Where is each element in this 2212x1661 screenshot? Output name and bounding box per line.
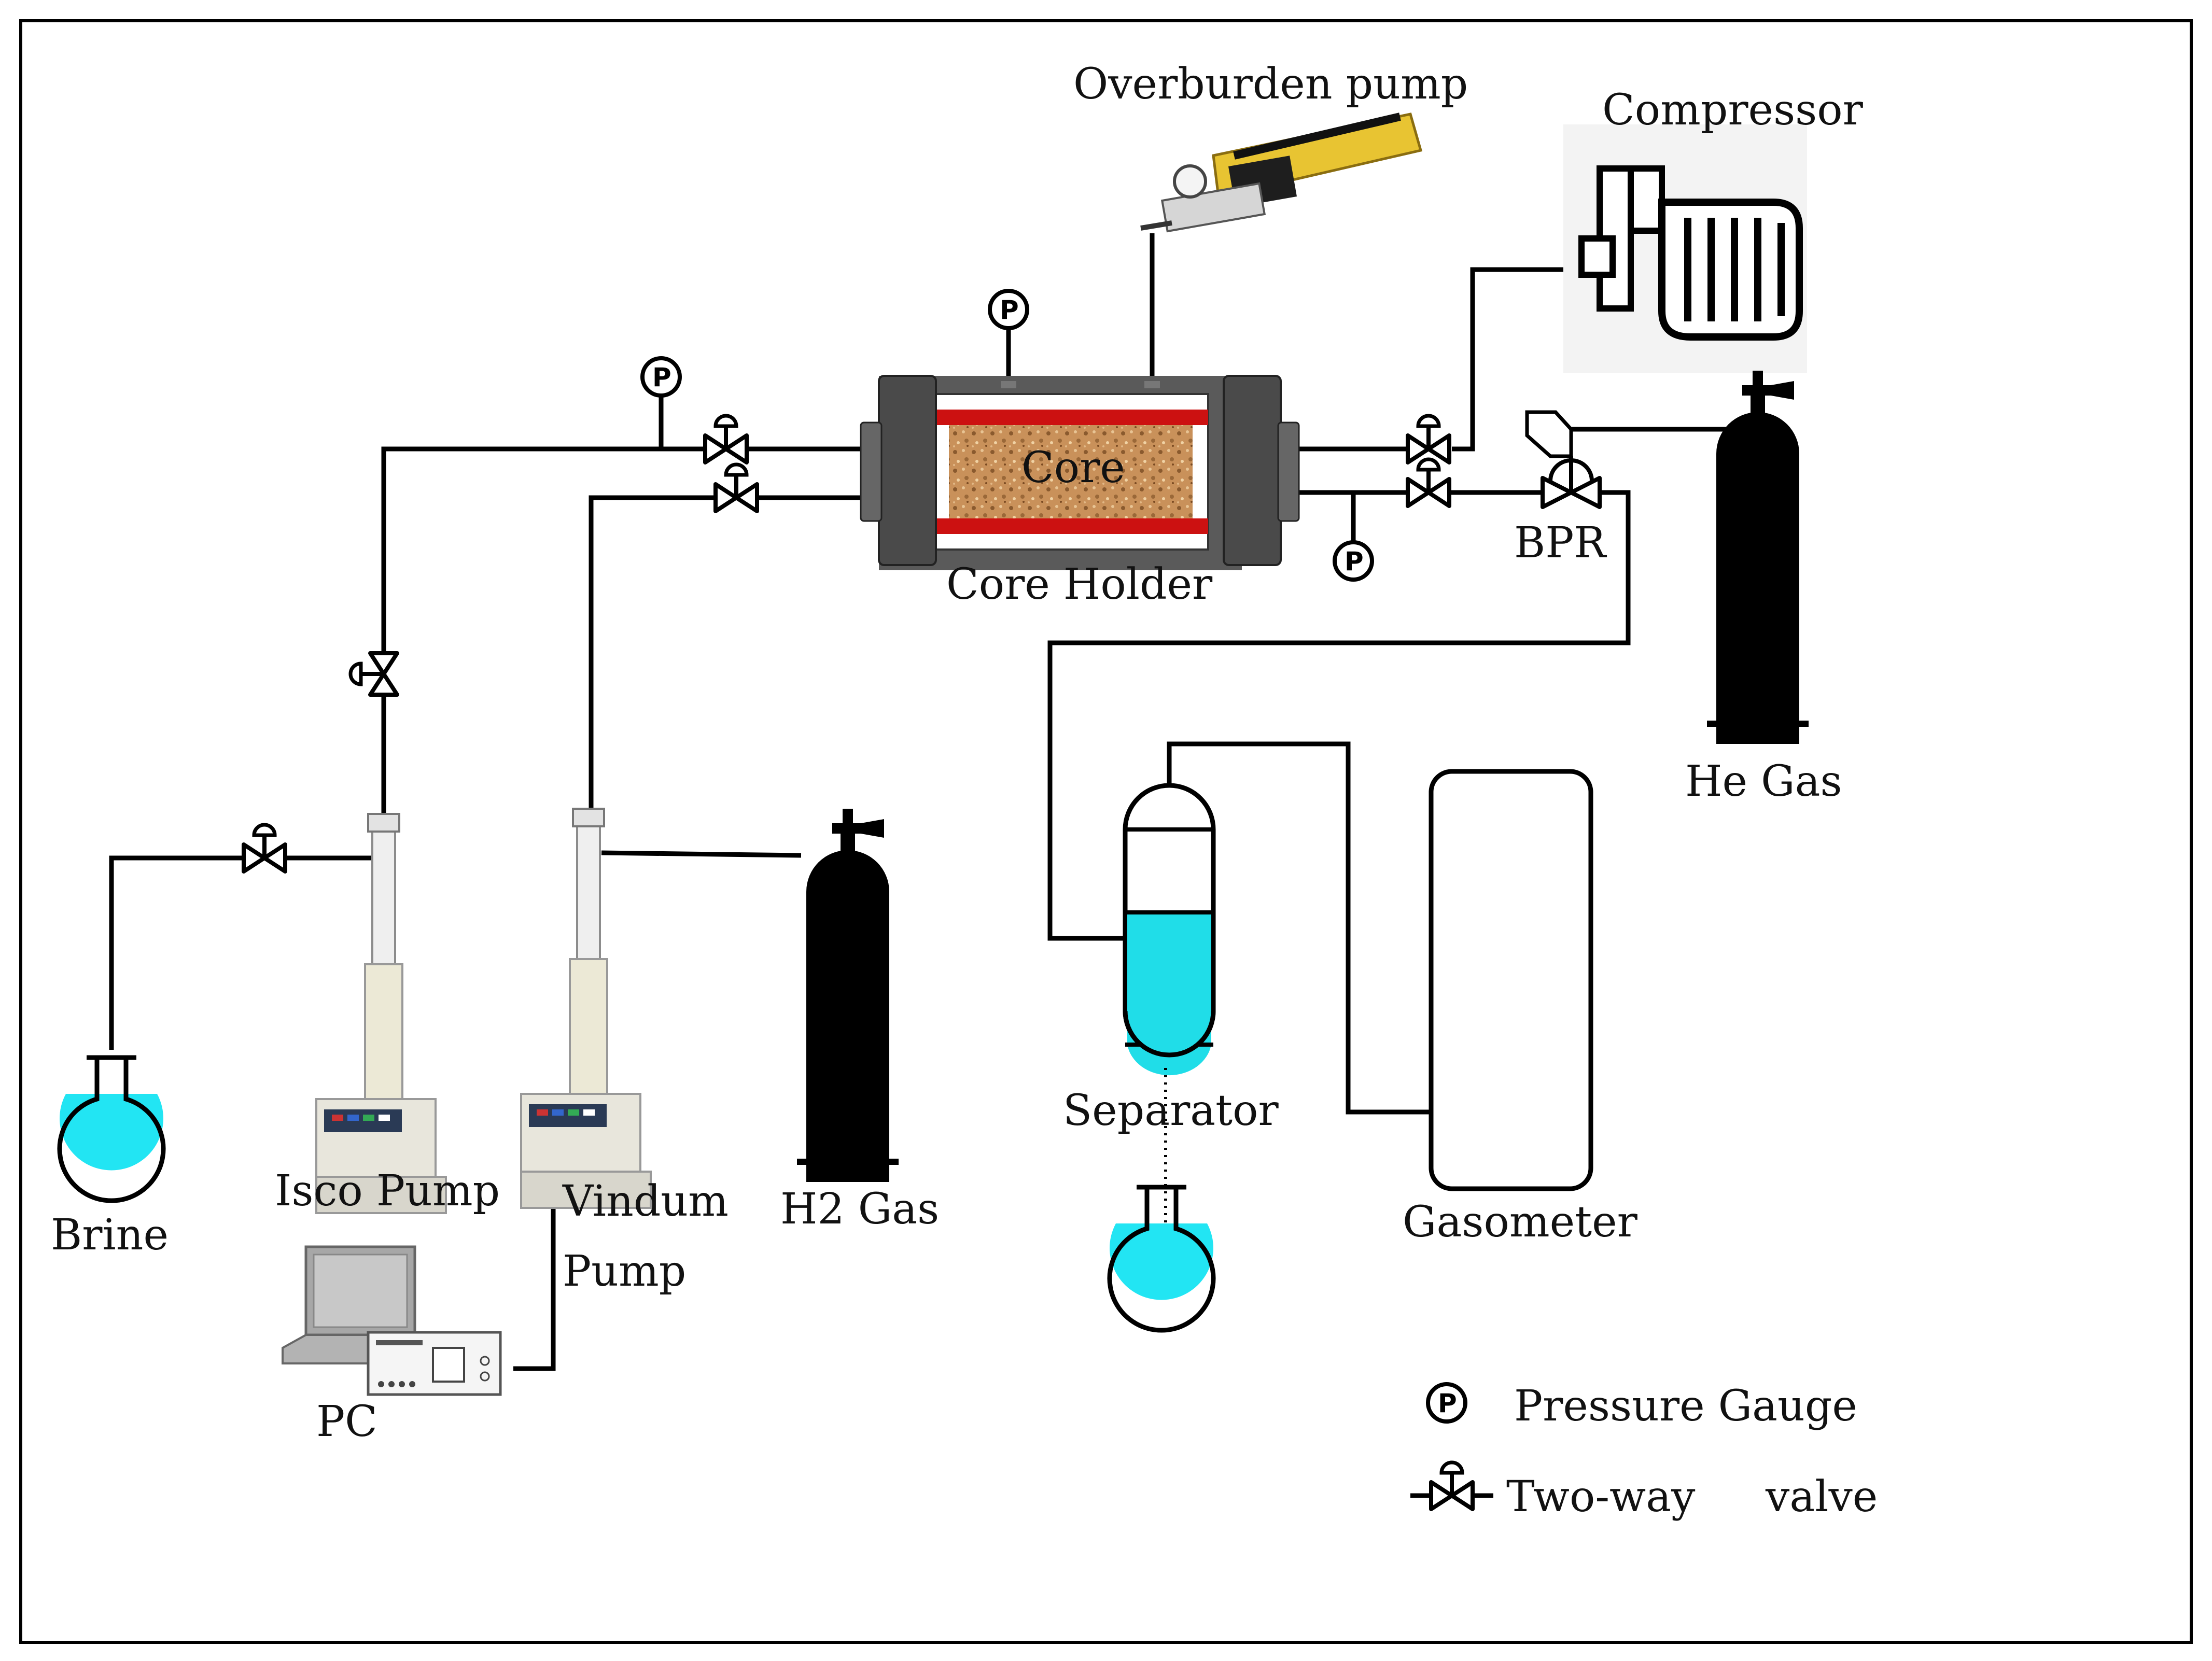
pressure-gauge-icon: P (1000, 295, 1019, 325)
pressure-gauge-icon: P (1438, 1388, 1457, 1418)
legend: P Pressure Gauge Two-way valve (1410, 1382, 1878, 1522)
pc-label: PC (316, 1397, 377, 1446)
pressure-gauge-right: P (1335, 542, 1372, 580)
pressure-gauge-icon: P (1345, 546, 1364, 576)
separator (1123, 783, 1216, 1260)
core-holder-label: Core Holder (946, 560, 1213, 609)
separator-label: Separator (1063, 1086, 1279, 1135)
legend-two-way-valve-label-2: valve (1765, 1472, 1878, 1522)
legend-two-way-valve-icon (1410, 1462, 1493, 1509)
he-gas-label: He Gas (1685, 757, 1842, 806)
compressor-icon (1563, 124, 1807, 373)
two-way-valve-icon (705, 416, 747, 462)
core-sample (949, 425, 1193, 518)
overburden-pump-label: Overburden pump (1073, 60, 1468, 109)
syringe-pump-icon (315, 813, 447, 1214)
hand-pump-icon (1140, 112, 1423, 233)
vindum-pump-label-line1: Vindum (562, 1177, 729, 1226)
vindum-pump-label-line2: Pump (563, 1247, 686, 1296)
isco-pump-label: Isco Pump (275, 1166, 500, 1216)
flask-icon (1110, 1187, 1213, 1330)
h2-gas-label: H2 Gas (780, 1185, 939, 1234)
legend-pressure-gauge-label: Pressure Gauge (1514, 1382, 1857, 1431)
gas-cylinder-icon (797, 809, 899, 1182)
two-way-valve-icon (244, 825, 285, 871)
figure-frame (19, 19, 2193, 1644)
gas-cylinder-icon (1707, 371, 1809, 744)
core-holder (860, 375, 1300, 570)
two-way-valve-icon (348, 651, 399, 697)
bpr-label: BPR (1514, 518, 1607, 568)
flask-icon (60, 1058, 163, 1201)
gasometer-label: Gasometer (1403, 1198, 1638, 1247)
two-way-valve-icon (1408, 459, 1449, 506)
brine-label: Brine (51, 1210, 169, 1260)
two-way-valve-icon (716, 464, 757, 511)
pressure-gauge-icon: P (652, 362, 671, 392)
two-way-valve-icon (1408, 416, 1449, 462)
legend-pressure-gauge-icon: P (1428, 1384, 1465, 1421)
gasometer (1429, 769, 1593, 1191)
laptop-icon (282, 1245, 502, 1396)
pressure-gauge-left: P (642, 358, 680, 396)
syringe-pump-icon (520, 808, 652, 1209)
core-label: Core (1021, 443, 1125, 492)
legend-two-way-valve-label: Two-way (1506, 1472, 1696, 1522)
back-pressure-regulator (1525, 410, 1602, 509)
compressor-label: Compressor (1602, 86, 1864, 135)
pressure-gauge-top: P (990, 291, 1027, 328)
